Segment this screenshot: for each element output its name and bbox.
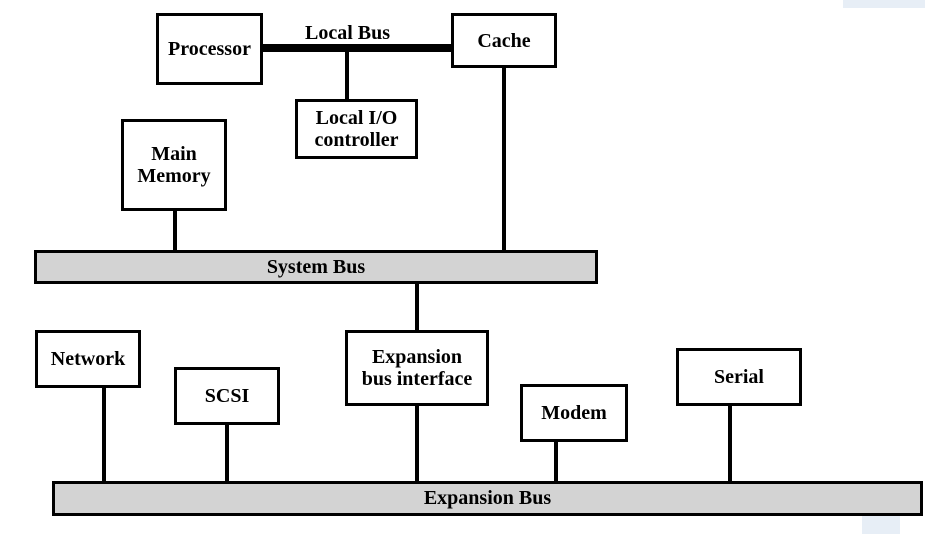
expansion-bus-interface-box: Expansion bus interface	[345, 330, 489, 406]
cache-connector	[502, 66, 506, 252]
expansion-interface-connector	[415, 404, 419, 483]
local-io-controller-box: Local I/O controller	[295, 99, 418, 159]
scsi-connector	[225, 423, 229, 483]
local-io-connector	[345, 52, 349, 100]
system-to-expansion-interface-connector	[415, 282, 419, 332]
expansion-bus: Expansion Bus	[52, 481, 923, 516]
bottom-right-decoration	[862, 516, 900, 534]
network-box: Network	[35, 330, 141, 388]
processor-box: Processor	[156, 13, 263, 85]
main-memory-box: Main Memory	[121, 119, 227, 211]
modem-connector	[554, 440, 558, 483]
cache-box: Cache	[451, 13, 557, 68]
local-bus-line	[260, 44, 455, 52]
network-connector	[102, 386, 106, 483]
main-memory-connector	[173, 209, 177, 252]
system-bus: System Bus	[34, 250, 598, 284]
modem-box: Modem	[520, 384, 628, 442]
serial-box: Serial	[676, 348, 802, 406]
top-right-decoration	[843, 0, 925, 8]
local-bus-label: Local Bus	[305, 22, 391, 44]
scsi-box: SCSI	[174, 367, 280, 425]
serial-connector	[728, 404, 732, 483]
